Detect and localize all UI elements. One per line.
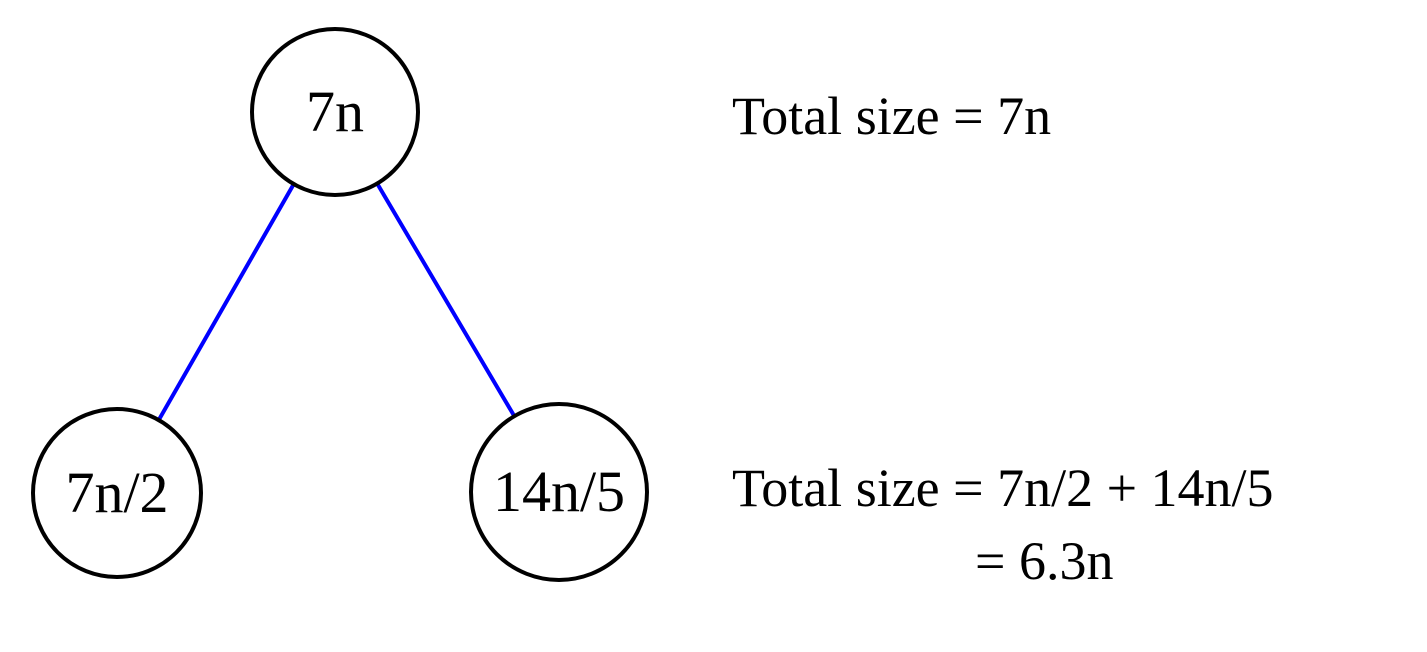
tree-node-left-child-label: 7n/2: [65, 460, 169, 525]
total-size-children-annotation-line1: Total size = 7n/2 + 14n/5: [732, 458, 1274, 518]
tree-node-right-child-label: 14n/5: [492, 459, 626, 524]
total-size-children-annotation-line2: = 6.3n: [975, 531, 1114, 591]
tree-node-root: 7n: [250, 27, 420, 197]
total-size-root-annotation: Total size = 7n: [732, 86, 1052, 146]
tree-node-left-child: 7n/2: [31, 407, 203, 579]
tree-node-right-child: 14n/5: [469, 402, 649, 582]
tree-node-root-label: 7n: [306, 79, 364, 144]
